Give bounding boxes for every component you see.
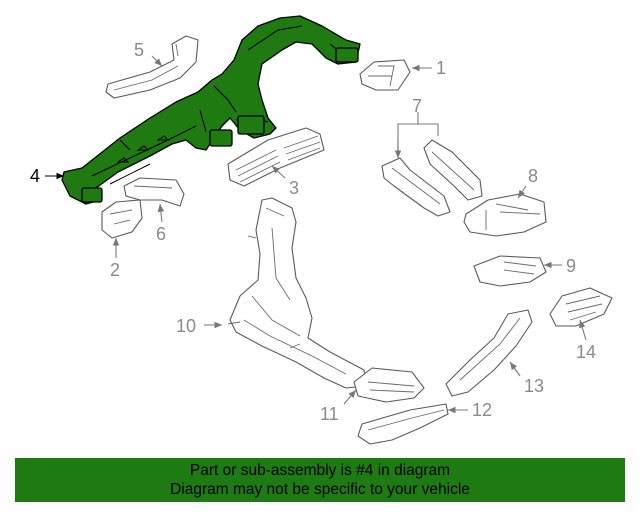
duct-part-13[interactable] bbox=[445, 309, 533, 397]
callout-8[interactable]: 8 bbox=[528, 166, 538, 186]
callout-6[interactable]: 6 bbox=[156, 224, 166, 244]
leader-lines bbox=[45, 55, 587, 414]
center-vent-part-3[interactable] bbox=[227, 127, 325, 187]
callout-1[interactable]: 1 bbox=[436, 58, 446, 78]
callout-10[interactable]: 10 bbox=[176, 316, 196, 336]
info-banner: Part or sub-assembly is #4 in diagram Di… bbox=[15, 458, 625, 502]
callout-5[interactable]: 5 bbox=[134, 40, 144, 60]
banner-line-1: Part or sub-assembly is #4 in diagram bbox=[189, 462, 451, 479]
vent-part-1[interactable] bbox=[359, 59, 411, 91]
duct-part-11[interactable] bbox=[353, 367, 425, 403]
callout-7[interactable]: 7 bbox=[412, 96, 422, 116]
callout-14[interactable]: 14 bbox=[576, 342, 596, 362]
vent-part-8[interactable] bbox=[463, 193, 547, 237]
callout-13[interactable]: 13 bbox=[524, 376, 544, 396]
vent-part-9[interactable] bbox=[473, 255, 547, 287]
duct-part-5[interactable] bbox=[105, 35, 199, 99]
floor-duct-part-10[interactable] bbox=[227, 197, 367, 389]
callout-11[interactable]: 11 bbox=[320, 404, 339, 424]
duct-part-2[interactable] bbox=[101, 199, 143, 239]
callout-3[interactable]: 3 bbox=[289, 178, 299, 198]
callout-9[interactable]: 9 bbox=[566, 256, 576, 276]
callout-4[interactable]: 4 bbox=[30, 166, 40, 186]
duct-part-12[interactable] bbox=[357, 403, 449, 445]
duct-part-6[interactable] bbox=[123, 177, 185, 207]
duct-part-7[interactable] bbox=[381, 139, 483, 217]
callout-2[interactable]: 2 bbox=[110, 260, 120, 280]
vent-part-14[interactable] bbox=[549, 287, 613, 327]
banner-line-2: Diagram may not be specific to your vehi… bbox=[170, 481, 470, 498]
main-duct-part-4[interactable] bbox=[61, 15, 361, 205]
callout-12[interactable]: 12 bbox=[472, 400, 492, 420]
